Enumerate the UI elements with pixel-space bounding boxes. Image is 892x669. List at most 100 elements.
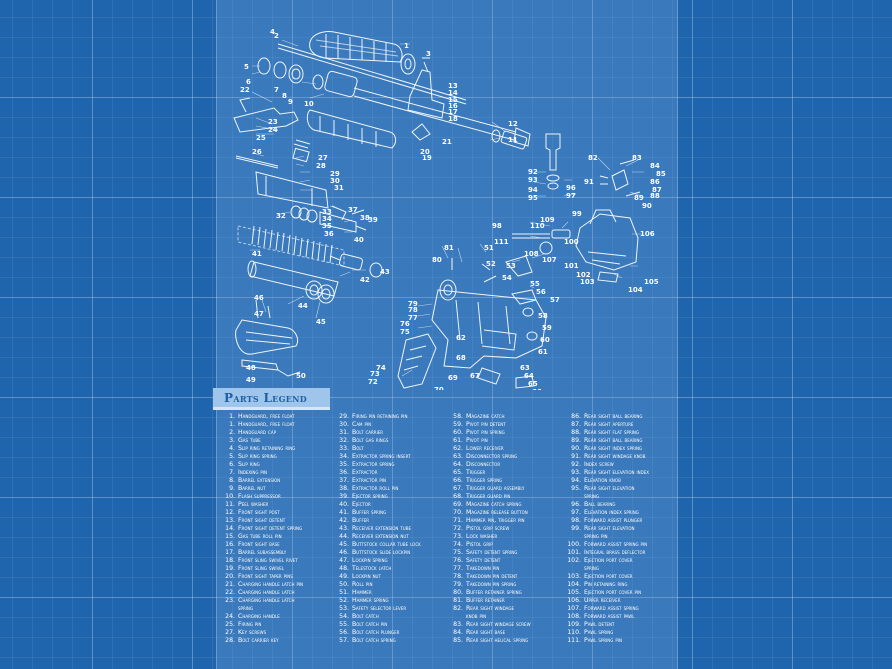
legend-item-label: Extractor (352, 469, 378, 476)
callout-62: 62 (456, 334, 466, 342)
legend-item-number: 36. (339, 469, 349, 476)
legend-item-label: spring pin (584, 533, 608, 540)
legend-item-label: Telestock latch (352, 565, 392, 572)
legend-item-number: 78. (453, 573, 463, 580)
legend-row: 67.Trigger guard assembly (444, 485, 558, 493)
callout-27: 27 (318, 154, 328, 162)
callout-23: 23 (268, 118, 278, 126)
bolt-carrier-part (255, 139, 329, 209)
legend-item-label: Forward assist plunger (584, 517, 643, 524)
legend-item-label: Forward assist spring (584, 605, 639, 612)
callout-20: 20 (420, 148, 430, 156)
legend-row: 65.Trigger (444, 469, 558, 477)
legend-item-label: Pin retaining ring (584, 581, 628, 588)
callout-10: 10 (304, 100, 314, 108)
buffer-spring-part (237, 225, 345, 267)
legend-item-label: Rear sight helical spring (466, 637, 529, 644)
legend-row: 47.Lockpin spring (332, 557, 448, 565)
callout-102: 102 (576, 271, 591, 279)
callout-87: 87 (652, 186, 662, 194)
legend-row: 86.Rear sight ball bearing (556, 413, 674, 421)
legend-item-label: Bolt carrier (352, 429, 384, 436)
legend-row: 77.Takedown pin (444, 565, 558, 573)
legend-row: 92.Index screw (556, 461, 674, 469)
legend-row: 81.Buffer retainer (444, 597, 558, 605)
legend-item-number: 59. (453, 421, 463, 428)
callout-51: 51 (484, 244, 494, 252)
callout-82: 82 (588, 154, 598, 162)
legend-item-number: 5. (229, 453, 235, 460)
callout-58: 58 (538, 312, 548, 320)
legend-row: 19.Front sling swivel (216, 565, 330, 573)
legend-row: 97.Elevation index spring (556, 509, 674, 517)
legend-item-label: Front sight detent spring (238, 525, 303, 532)
callout-90: 90 (642, 202, 652, 210)
legend-item-label: Ejection port cover (584, 573, 633, 580)
callout-18: 18 (448, 115, 458, 123)
legend-item-label: Takedown pin spring (466, 581, 517, 588)
callout-55: 55 (530, 280, 540, 288)
callout-106: 106 (640, 230, 655, 238)
legend-item-label: Ejection port cover pin (584, 589, 642, 596)
legend-item-number: 33. (339, 445, 349, 452)
legend-row: 100.Forward assist spring pin (556, 541, 674, 549)
callout-46: 46 (254, 294, 264, 302)
legend-item-number: 10. (225, 493, 235, 500)
legend-item-number: 16. (225, 541, 235, 548)
buffer-part (329, 253, 363, 271)
callout-83: 83 (632, 154, 642, 162)
legend-item-label: Lock washer (466, 533, 498, 540)
legend-item-number: 57. (339, 637, 349, 644)
legend-item-number: 74. (453, 541, 463, 548)
legend-item-label: Buffer spring (352, 509, 387, 516)
legend-item-label: Handguard, free float (238, 413, 295, 420)
legend-item-label: Buffer (352, 517, 370, 524)
callout-3: 3 (426, 50, 431, 58)
callout-14: 14 (448, 89, 458, 97)
legend-item-number: 8. (229, 477, 235, 484)
legend-item-label: Trigger guard pin (466, 493, 511, 500)
callout-98: 98 (492, 222, 502, 230)
legend-item-label: Trigger spring (466, 477, 503, 484)
legend-row: 106.Upper receiver (556, 597, 674, 605)
legend-item-number: 103. (567, 573, 581, 580)
legend-item-number: 46. (339, 549, 349, 556)
legend-row: 76.Safety detent (444, 557, 558, 565)
legend-item-label: spring (584, 493, 600, 500)
legend-item-label: Charging handle (238, 613, 280, 620)
legend-item-label: Rear sight elevation index (584, 469, 649, 476)
legend-row: 38.Extractor roll pin (332, 485, 448, 493)
legend-row: 62.Lower receiver (444, 445, 558, 453)
callout-2: 2 (274, 32, 279, 40)
callout-26: 26 (252, 148, 262, 156)
callout-73: 73 (370, 370, 380, 378)
legend-item-number: 24. (225, 613, 235, 620)
legend-item-number: 82. (453, 605, 463, 612)
callout-44: 44 (298, 302, 308, 310)
legend-item-label: Pawl spring (584, 629, 614, 636)
legend-row: 4.Slip ring retaining ring (216, 445, 330, 453)
legend-item-number: 49. (339, 573, 349, 580)
buttstock-part (235, 299, 301, 377)
callout-63: 63 (520, 364, 530, 372)
legend-item-label: Takedown pin (466, 565, 500, 572)
legend-item-label: Charging handle latch pin (238, 581, 304, 588)
legend-row: 108.Forward assist pawl (556, 613, 674, 621)
legend-row: 103.Ejection port cover (556, 573, 674, 581)
legend-item-number: 109. (567, 621, 581, 628)
legend-row: 59.Pivot pin detent (444, 421, 558, 429)
callout-101: 101 (564, 262, 579, 270)
legend-item-number: 2. (229, 429, 235, 436)
legend-row: 16.Front sight base (216, 541, 330, 549)
legend-item-label: knob pin (466, 613, 487, 620)
legend-item-number: 40. (339, 501, 349, 508)
legend-item-label: Barrel subassembly (238, 549, 287, 556)
legend-item-label: Ball bearing (584, 501, 616, 508)
legend-item-number: 52. (339, 597, 349, 604)
legend-row: 105.Ejection port cover pin (556, 589, 674, 597)
callout-22: 22 (240, 86, 250, 94)
upper-receiver-part (575, 209, 639, 283)
callout-35: 35 (322, 222, 332, 230)
